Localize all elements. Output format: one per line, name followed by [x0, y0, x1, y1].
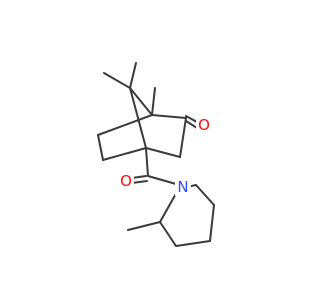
bond-c7-me-b	[129, 62, 137, 89]
structure-drawing: O O N	[97, 62, 215, 247]
bond-c4-carbonyl	[145, 147, 149, 177]
bond-c5p-c6p	[195, 184, 215, 206]
bond-c2-c3	[179, 117, 187, 158]
bond-amide-double-2	[131, 180, 148, 184]
bond-c1-me	[151, 87, 156, 116]
bond-c7-c4	[129, 87, 147, 149]
ketone-oxygen-label: O	[198, 116, 210, 134]
bond-c4p-c5p	[209, 204, 215, 242]
bond-c7-me-a	[103, 72, 131, 89]
bond-c3p-c4p	[175, 240, 211, 247]
molecule-canvas: O O N	[97, 62, 215, 247]
bond-c3-c4	[145, 147, 181, 158]
bond-c1-c2	[151, 114, 187, 119]
bond-c2p-me	[127, 221, 161, 231]
bond-amide-double-1	[131, 175, 147, 179]
nitrogen-label: N	[177, 178, 188, 196]
bond-c5-c4	[102, 147, 147, 161]
bond-c2p-c3p	[159, 221, 177, 247]
bond-carbonyl-n	[147, 175, 177, 185]
bond-ketone-double-1	[185, 115, 198, 123]
amide-oxygen-label: O	[120, 172, 132, 190]
bond-c1-c6	[97, 114, 153, 136]
bond-c7-c1	[129, 87, 153, 116]
bond-c6-c5	[97, 134, 104, 161]
bond-ketone-double-2	[185, 120, 198, 129]
